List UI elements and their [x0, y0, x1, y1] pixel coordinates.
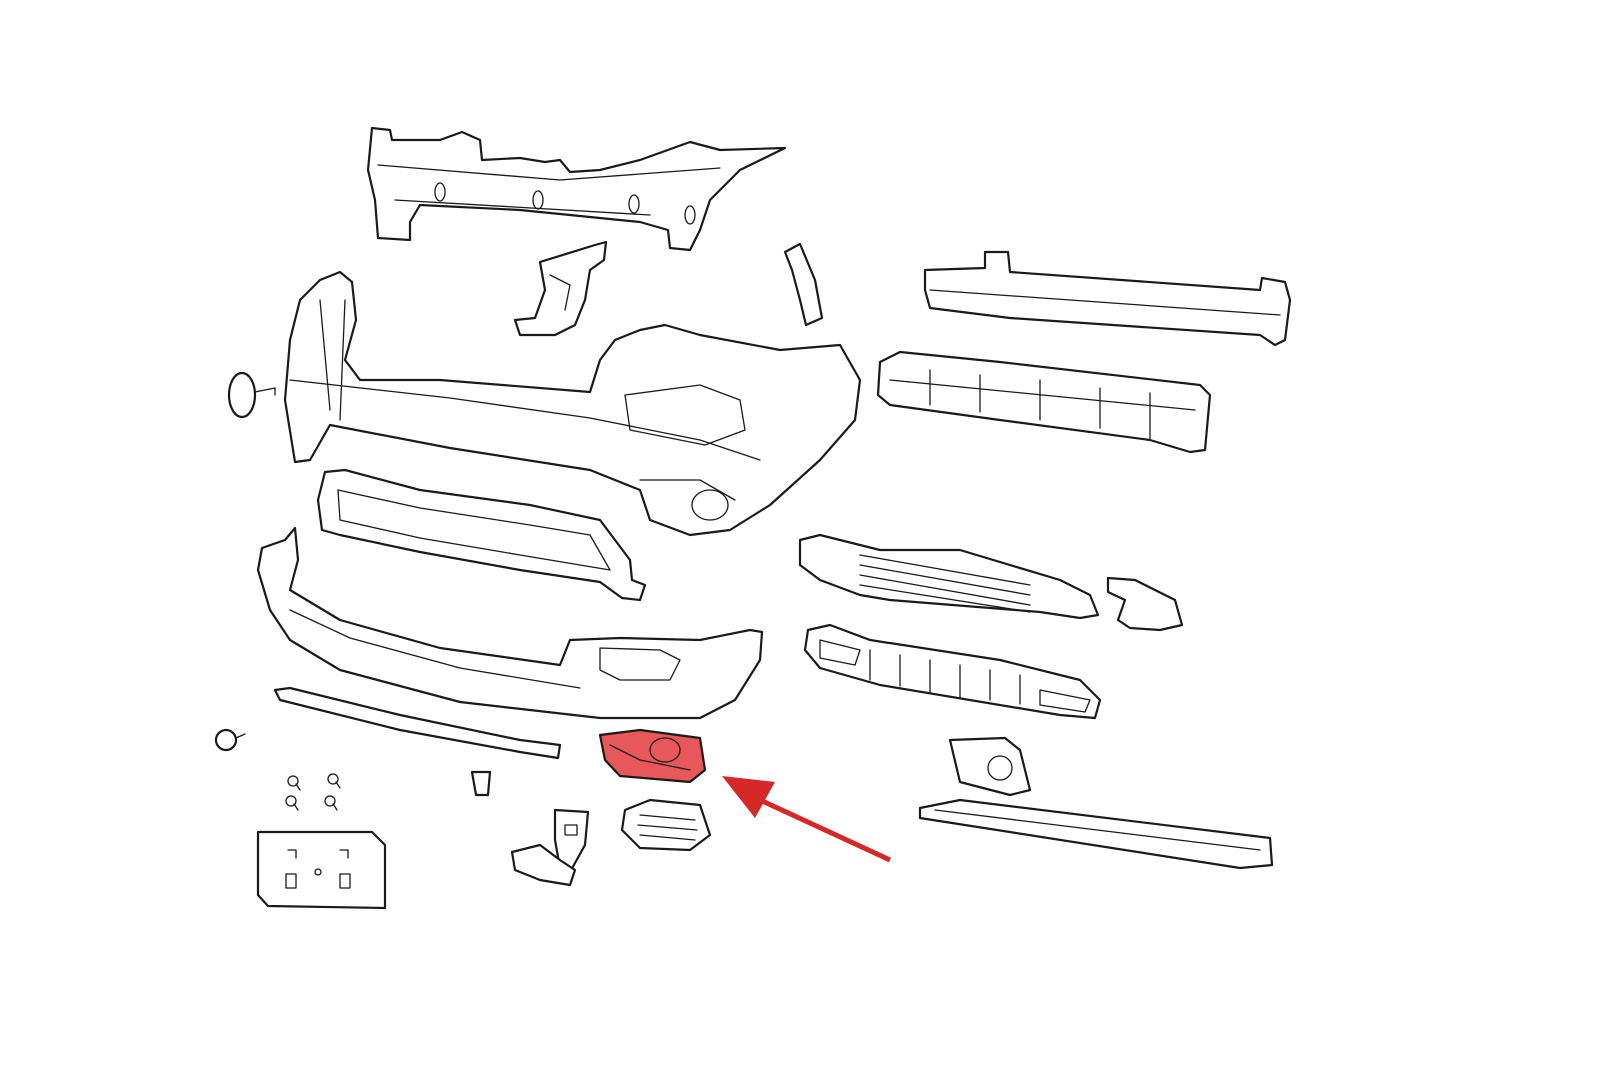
active-grille-shutter[interactable]	[798, 533, 1100, 620]
fog-lamp-bezel[interactable]	[598, 728, 707, 784]
push-pin-cap[interactable]	[227, 371, 276, 419]
shutter-bracket[interactable]	[1106, 576, 1184, 632]
lower-grille[interactable]	[803, 623, 1102, 720]
lower-fascia[interactable]	[256, 526, 764, 720]
highlight-arrow	[722, 776, 892, 863]
screws[interactable]	[285, 773, 341, 811]
clip[interactable]	[470, 770, 492, 797]
skid-strip-left[interactable]	[273, 686, 562, 760]
upper-bumper-support[interactable]	[366, 126, 787, 252]
bracket-left[interactable]	[513, 240, 608, 337]
license-bracket[interactable]	[256, 830, 387, 910]
vent-grille[interactable]	[620, 798, 712, 852]
bumper-fascia[interactable]	[283, 270, 862, 537]
energy-absorber[interactable]	[876, 350, 1212, 454]
skid-plate-trim[interactable]	[918, 798, 1274, 870]
sensor[interactable]	[510, 808, 590, 887]
reinforcement-beam[interactable]	[923, 250, 1292, 347]
upper-grille-bezel[interactable]	[316, 468, 647, 602]
fog-lamp-bezel-right[interactable]	[948, 736, 1032, 797]
grommet[interactable]	[214, 728, 246, 752]
bracket-right[interactable]	[783, 242, 824, 327]
